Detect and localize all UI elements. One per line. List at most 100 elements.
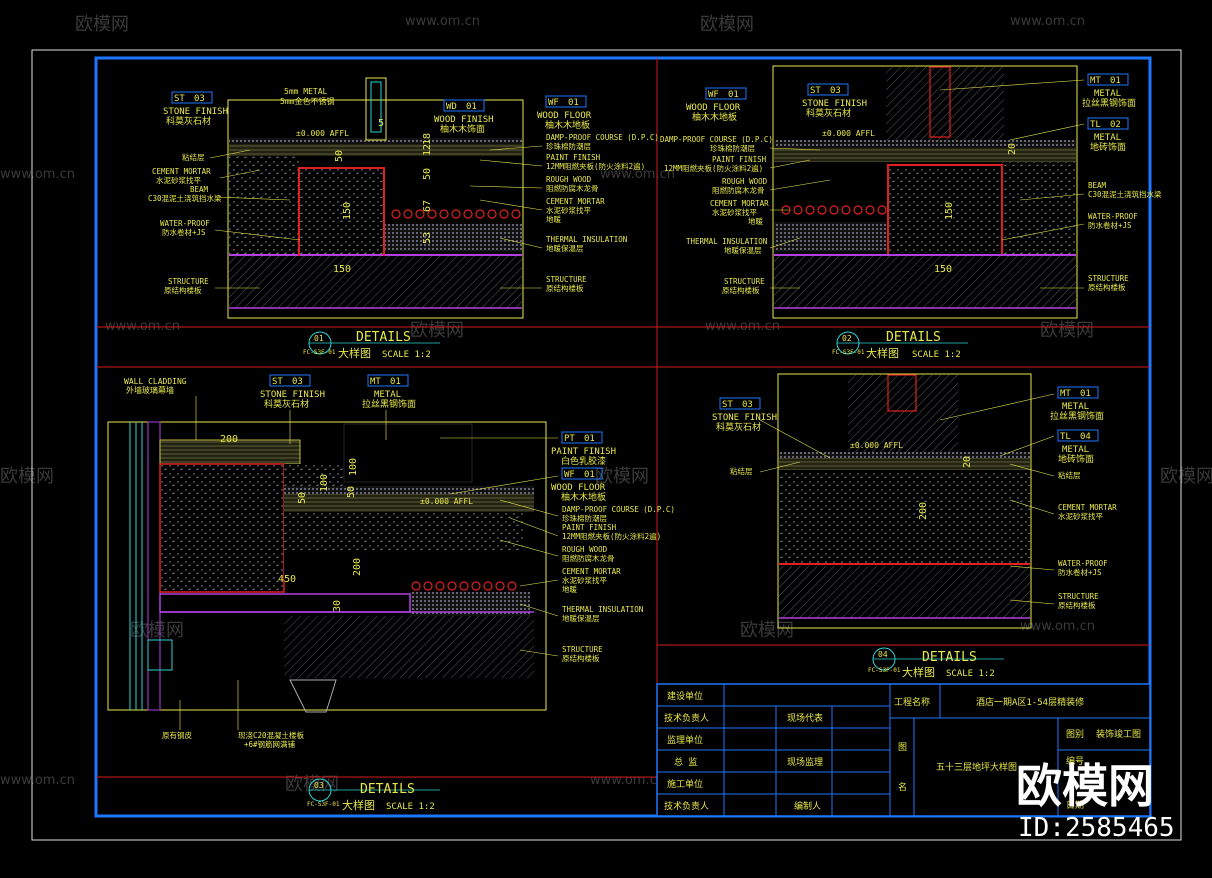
detail-02-title: 02 FC-S3F-01 DETAILS 大样图 SCALE 1:2 xyxy=(832,330,968,360)
svg-text:+6#钢筋网满铺: +6#钢筋网满铺 xyxy=(244,739,296,749)
svg-text:WALL CLADDING: WALL CLADDING xyxy=(124,377,187,386)
svg-text:地暖: 地暖 xyxy=(546,214,561,224)
svg-text:DETAILS: DETAILS xyxy=(886,330,941,345)
svg-text:原结构楼板: 原结构楼板 xyxy=(1058,600,1096,610)
svg-text:珍珠棉防潮层: 珍珠棉防潮层 xyxy=(562,513,607,523)
svg-text:STRUCTURE: STRUCTURE xyxy=(562,645,603,654)
watermark-site: www.om.cn xyxy=(1010,14,1085,29)
bond-layer xyxy=(229,144,522,156)
tb-figure-label: 图 xyxy=(898,742,907,753)
svg-text:450: 450 xyxy=(278,574,296,585)
tb-design-unit: 建设单位 xyxy=(667,690,703,702)
svg-text:01: 01 xyxy=(390,377,401,387)
svg-text:30: 30 xyxy=(332,600,343,612)
tag-st03-02: ST 03 STONE FINISH 科莫灰石材 xyxy=(802,83,867,119)
detail-03-right-notes: DAMP-PROOF COURSE (D.P.C) 珍珠棉防潮层 PAINT F… xyxy=(562,505,675,663)
watermark-site: www.om.cn xyxy=(405,14,480,29)
svg-text:地暖: 地暖 xyxy=(562,584,577,594)
svg-text:02: 02 xyxy=(842,334,852,343)
dim-18: 18 xyxy=(422,133,433,145)
svg-text:TL: TL xyxy=(1090,120,1101,130)
svg-text:柚木木饰面: 柚木木饰面 xyxy=(440,123,485,135)
svg-text:粘结层: 粘结层 xyxy=(730,466,753,476)
svg-text:原有钢皮: 原有钢皮 xyxy=(162,730,192,740)
svg-text:THERMAL INSULATION: THERMAL INSULATION xyxy=(562,605,643,614)
svg-text:01: 01 xyxy=(466,102,477,112)
svg-text:CEMENT MORTAR: CEMENT MORTAR xyxy=(1058,503,1117,512)
svg-text:DETAILS: DETAILS xyxy=(922,650,977,665)
svg-text:MT: MT xyxy=(1090,76,1101,86)
svg-text:柚木木地板: 柚木木地板 xyxy=(545,119,590,131)
watermark-brand: 欧模网 xyxy=(1040,320,1094,341)
svg-text:水泥砂浆找平: 水泥砂浆找平 xyxy=(156,175,201,185)
svg-text:200: 200 xyxy=(352,558,363,576)
svg-text:100: 100 xyxy=(348,458,359,476)
thermal-layer xyxy=(384,224,522,252)
svg-text:PAINT FINISH: PAINT FINISH xyxy=(546,153,601,162)
tb-type: 装饰竣工图 xyxy=(1096,728,1141,740)
svg-text:±0.000 AFFL: ±0.000 AFFL xyxy=(822,129,875,138)
svg-text:150: 150 xyxy=(934,264,952,275)
detail-04-title: 04 FC-S3F-01 DETAILS 大样图 SCALE 1:2 xyxy=(868,647,1004,679)
svg-text:WATER-PROOF: WATER-PROOF xyxy=(160,219,210,228)
detail-01-title: 01 FC-S3F-01 DETAILS 大样图 SCALE 1:2 xyxy=(303,330,440,360)
svg-text:WATER-PROOF: WATER-PROOF xyxy=(1058,559,1108,568)
svg-text:现浇C20混凝土楼板: 现浇C20混凝土楼板 xyxy=(238,730,305,740)
svg-text:STONE FINISH: STONE FINISH xyxy=(712,413,777,423)
svg-text:DAMP-PROOF COURSE (D.P.C): DAMP-PROOF COURSE (D.P.C) xyxy=(660,135,773,144)
note-metal5: 5mm METAL xyxy=(284,87,328,96)
detail-04-frame xyxy=(777,373,1032,629)
svg-text:METAL: METAL xyxy=(1094,89,1121,99)
watermark-brand: 欧模网 xyxy=(700,14,754,35)
tag-tl02-02: TL 02 METAL 地砖饰面 xyxy=(1087,117,1129,153)
svg-text:SCALE 1:2: SCALE 1:2 xyxy=(946,669,995,679)
watermark-brand: 欧模网 xyxy=(410,320,464,341)
watermark-brand: 欧模网 xyxy=(740,620,794,641)
detail-02-left-notes: DAMP-PROOF COURSE (D.P.C) 珍珠棉防潮层 PAINT F… xyxy=(660,135,773,295)
svg-text:DETAILS: DETAILS xyxy=(360,782,415,797)
svg-text:20: 20 xyxy=(962,456,973,468)
svg-text:WD: WD xyxy=(446,102,457,112)
svg-text:科莫灰石材: 科莫灰石材 xyxy=(264,398,309,410)
svg-text:50: 50 xyxy=(346,486,357,498)
svg-text:04: 04 xyxy=(878,650,888,659)
tb-tech-lead2: 技术负责人 xyxy=(664,800,709,812)
svg-text:SCALE 1:2: SCALE 1:2 xyxy=(912,350,961,360)
svg-text:科莫灰石材: 科莫灰石材 xyxy=(166,115,211,127)
svg-text:WOOD FLOOR: WOOD FLOOR xyxy=(551,483,606,493)
tb-supervisor-unit: 监理单位 xyxy=(667,734,703,746)
svg-text:原结构楼板: 原结构楼板 xyxy=(722,285,760,295)
svg-text:02: 02 xyxy=(1110,120,1121,130)
svg-text:ROUGH WOOD: ROUGH WOOD xyxy=(562,545,608,554)
svg-text:WATER-PROOF: WATER-PROOF xyxy=(1088,212,1138,221)
svg-text:大样图: 大样图 xyxy=(338,346,371,360)
svg-text:03: 03 xyxy=(830,86,841,96)
svg-text:防水卷材+JS: 防水卷材+JS xyxy=(1058,567,1102,577)
tb-date-label: 日期 xyxy=(1066,800,1084,811)
svg-text:防水卷材+JS: 防水卷材+JS xyxy=(1088,220,1132,230)
svg-text:STRUCTURE: STRUCTURE xyxy=(1088,274,1129,283)
detail-01-frame xyxy=(227,99,524,319)
steel-beam xyxy=(289,679,337,713)
watermark-site: www.om.cn xyxy=(600,167,675,182)
svg-text:ROUGH WOOD: ROUGH WOOD xyxy=(722,177,768,186)
tag-wd01: WD 01 WOOD FINISH 柚木木饰面 xyxy=(434,99,494,135)
svg-text:防水卷材+JS: 防水卷材+JS xyxy=(162,227,206,237)
svg-text:PAINT FINISH: PAINT FINISH xyxy=(712,155,767,164)
svg-text:WF: WF xyxy=(708,90,719,100)
detail-02-frame xyxy=(772,65,1078,319)
svg-text:200: 200 xyxy=(918,502,929,520)
svg-text:STRUCTURE: STRUCTURE xyxy=(168,277,209,286)
svg-text:PT: PT xyxy=(564,434,575,444)
beam-concrete xyxy=(229,156,299,256)
svg-text:±0.000 AFFL: ±0.000 AFFL xyxy=(420,497,473,506)
svg-text:FC-S3F-01: FC-S3F-01 xyxy=(307,801,340,808)
svg-text:STONE FINISH: STONE FINISH xyxy=(260,390,325,400)
svg-text:珍珠棉防潮层: 珍珠棉防潮层 xyxy=(710,143,755,153)
svg-text:CEMENT MORTAR: CEMENT MORTAR xyxy=(562,567,621,576)
svg-text:DETAILS: DETAILS xyxy=(356,330,411,345)
svg-text:科莫灰石材: 科莫灰石材 xyxy=(716,421,761,433)
svg-text:12MM阻燃夹板(防火涂料2遍): 12MM阻燃夹板(防火涂料2遍) xyxy=(664,163,763,173)
svg-text:200: 200 xyxy=(220,434,238,445)
watermark-brand: 欧模网 xyxy=(595,466,649,487)
